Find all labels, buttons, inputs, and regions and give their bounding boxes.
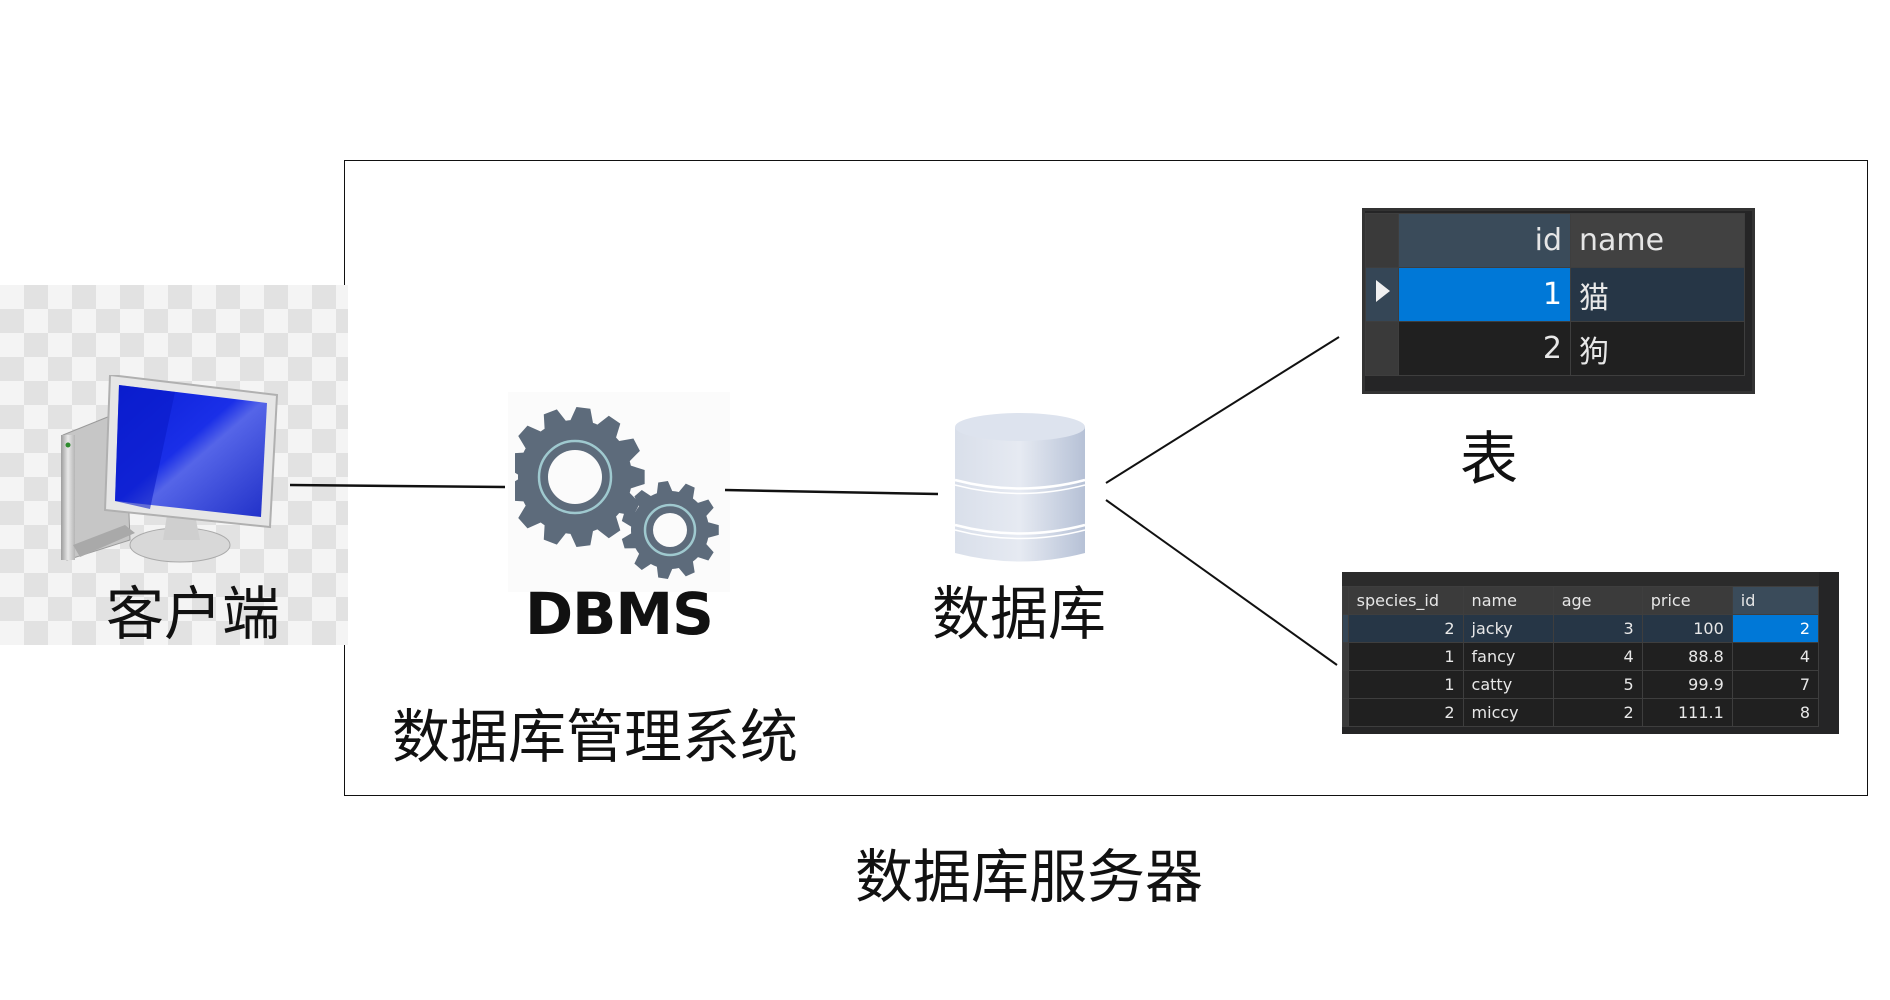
column-header-id[interactable]: id (1398, 213, 1571, 268)
cell-price[interactable]: 111.1 (1641, 698, 1733, 727)
database-label: 数据库 (932, 580, 1107, 648)
column-header-name[interactable]: name (1570, 213, 1745, 268)
table-row[interactable]: 1 fancy 4 88.8 4 (1342, 642, 1820, 671)
cell-price[interactable]: 100 (1641, 614, 1733, 643)
gears-icon (515, 407, 719, 579)
column-header-id[interactable]: id (1731, 586, 1820, 615)
cell-id[interactable]: 2 (1731, 614, 1820, 643)
cell-id[interactable]: 7 (1731, 670, 1820, 699)
table-label: 表 (1460, 425, 1519, 493)
cell-name[interactable]: fancy (1462, 642, 1554, 671)
column-header-name[interactable]: name (1462, 586, 1554, 615)
gear-hole (548, 450, 602, 504)
gear-ring (643, 503, 697, 557)
cell-species-id[interactable]: 1 (1347, 670, 1464, 699)
row-gutter-header (1365, 213, 1399, 268)
cell-name[interactable]: miccy (1462, 698, 1554, 727)
dbms-label: DBMS (525, 580, 714, 648)
cell-price[interactable]: 88.8 (1641, 642, 1733, 671)
species-table-grid: id name 1 猫 2 狗 (1362, 208, 1755, 394)
database-server-label: 数据库服务器 (855, 843, 1204, 911)
cell-price[interactable]: 99.9 (1641, 670, 1733, 699)
cell-species-id[interactable]: 1 (1347, 642, 1464, 671)
cell-age[interactable]: 4 (1552, 642, 1643, 671)
grid-toolbar (1342, 572, 1819, 586)
row-indicator (1365, 321, 1399, 376)
cell-id[interactable]: 8 (1731, 698, 1820, 727)
cell-age[interactable]: 3 (1552, 614, 1643, 643)
column-header-age[interactable]: age (1552, 586, 1643, 615)
cell-age[interactable]: 2 (1552, 698, 1643, 727)
computer-icon (61, 375, 279, 563)
cell-name[interactable]: jacky (1462, 614, 1554, 643)
table-row[interactable]: 2 狗 (1365, 321, 1745, 376)
cell-species-id[interactable]: 2 (1347, 698, 1464, 727)
client-transparent-background (0, 285, 348, 645)
column-header-species-id[interactable]: species_id (1347, 586, 1464, 615)
gear-ring (537, 439, 613, 515)
dbms-full-label: 数据库管理系统 (392, 703, 799, 771)
pets-table-grid: species_id name age price id 2 jacky 3 1… (1342, 572, 1839, 734)
cell-id[interactable]: 4 (1731, 642, 1820, 671)
client-label: 客户端 (106, 580, 281, 648)
table-row[interactable]: 1 catty 5 99.9 7 (1342, 670, 1820, 699)
database-icon (954, 413, 1086, 562)
cell-species-id[interactable]: 2 (1347, 614, 1464, 643)
cell-id[interactable]: 2 (1398, 321, 1571, 376)
table-row[interactable]: 2 jacky 3 100 2 (1342, 614, 1820, 643)
table-row[interactable]: 2 miccy 2 111.1 8 (1342, 698, 1820, 727)
row-indicator (1365, 267, 1399, 322)
column-header-price[interactable]: price (1641, 586, 1733, 615)
cell-name[interactable]: 猫 (1570, 267, 1745, 322)
gear-hole (653, 513, 687, 547)
cell-name[interactable]: 狗 (1570, 321, 1745, 376)
current-row-arrow-icon (1376, 279, 1390, 302)
cell-age[interactable]: 5 (1552, 670, 1643, 699)
cell-id[interactable]: 1 (1398, 267, 1571, 322)
table-row[interactable]: 1 猫 (1365, 267, 1745, 322)
cell-name[interactable]: catty (1462, 670, 1554, 699)
